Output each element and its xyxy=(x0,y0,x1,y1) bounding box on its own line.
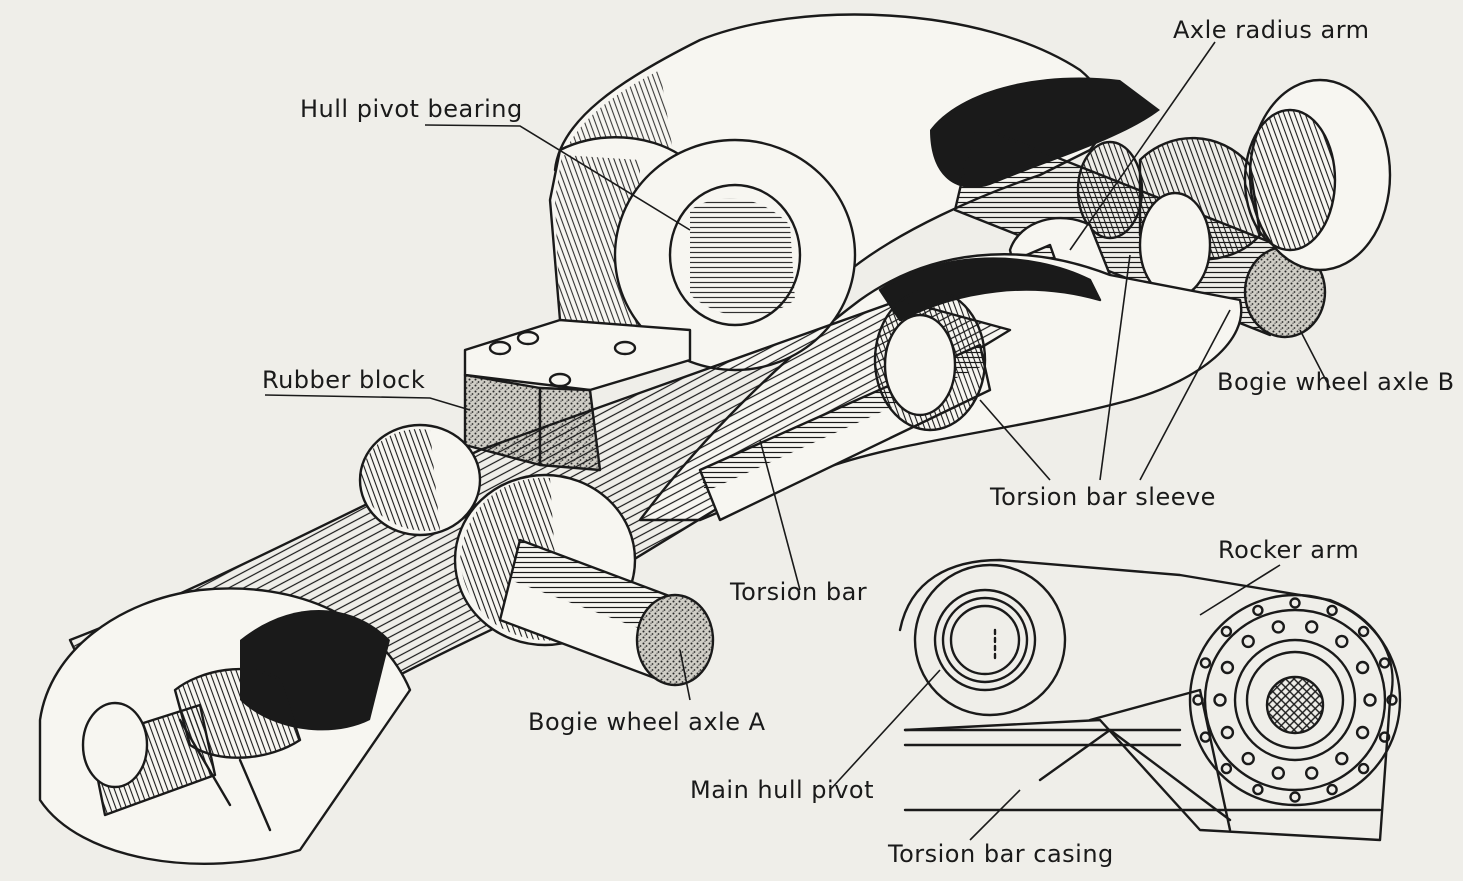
ball-bearing xyxy=(1220,625,1233,638)
label-rubber-block: Rubber block xyxy=(262,366,425,394)
ball-bearing xyxy=(1289,597,1301,609)
label-bogie-wheel-axle-b: Bogie wheel axle B xyxy=(1217,368,1455,396)
ball-bearing xyxy=(1326,604,1338,617)
ball-bearing xyxy=(1241,634,1255,649)
hatched-shaft-section xyxy=(1265,675,1325,735)
label-hull-pivot-bearing: Hull pivot bearing xyxy=(300,95,523,123)
bearing-circles xyxy=(1188,593,1402,807)
ball-bearing xyxy=(1199,657,1212,669)
label-axle-radius-arm: Axle radius arm xyxy=(1173,16,1370,44)
label-torsion-bar-sleeve: Torsion bar sleeve xyxy=(989,483,1216,511)
ball-bearing xyxy=(1304,766,1319,780)
ball-bearing xyxy=(1220,725,1235,740)
ball-bearing xyxy=(1355,725,1370,740)
ball-bearing xyxy=(1386,694,1398,706)
ball-bearing xyxy=(1335,634,1349,649)
shaft-end-face xyxy=(81,701,149,789)
ball-bearing xyxy=(1335,751,1349,766)
ball-bearing xyxy=(1192,694,1204,706)
label-torsion-bar-casing: Torsion bar casing xyxy=(887,840,1114,868)
ball-bearing xyxy=(1357,625,1370,638)
leader-lines xyxy=(264,41,1331,841)
ball-bearing xyxy=(1357,762,1370,775)
ball-bearing xyxy=(1271,620,1286,634)
ball-bearing xyxy=(1304,620,1319,634)
ball-bearing xyxy=(1378,731,1391,743)
ball-bearings xyxy=(1192,597,1398,803)
main-assembly xyxy=(38,13,1392,865)
label-torsion-bar: Torsion bar xyxy=(729,578,867,606)
label-bogie-wheel-axle-a: Bogie wheel axle A xyxy=(528,708,766,736)
label-main-hull-pivot: Main hull pivot xyxy=(690,776,874,804)
ball-bearing xyxy=(1289,791,1301,803)
ball-bearing xyxy=(1241,751,1255,766)
ball-bearing xyxy=(1199,731,1212,743)
ball-bearing xyxy=(1252,604,1264,617)
ball-bearing xyxy=(1220,762,1233,775)
ball-bearing xyxy=(1220,660,1235,675)
ball-bearing xyxy=(1363,693,1377,707)
labels: Hull pivot bearing Axle radius arm Rubbe… xyxy=(262,16,1455,868)
ball-bearing xyxy=(1213,693,1227,707)
ball-bearing xyxy=(1326,783,1338,796)
ball-bearing xyxy=(1252,783,1264,796)
ball-bearing xyxy=(1355,660,1370,675)
axle-a-end xyxy=(635,593,715,687)
ball-bearing xyxy=(1271,766,1286,780)
label-rocker-arm: Rocker arm xyxy=(1218,536,1359,564)
main-hull-pivot-circles xyxy=(913,563,1067,717)
ball-bearing xyxy=(1378,657,1391,669)
section-detail xyxy=(898,558,1402,842)
